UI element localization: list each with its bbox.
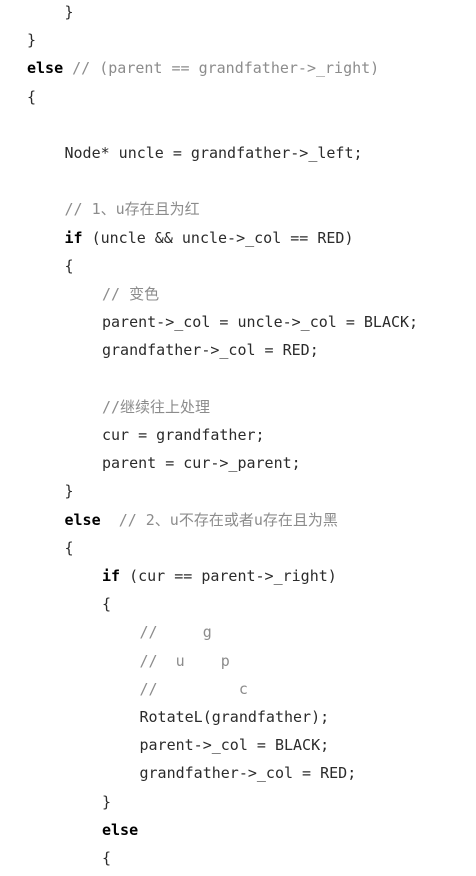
code-line: cur = grandfather; bbox=[102, 423, 265, 447]
code-line: else // 2、u不存在或者u存在且为黑 bbox=[65, 508, 338, 532]
code-line: } bbox=[65, 479, 74, 503]
code-line: { bbox=[102, 846, 111, 870]
code-text: } bbox=[102, 792, 112, 811]
code-line: // 1、u存在且为红 bbox=[65, 197, 200, 221]
code-line: if (cur == parent->_right) bbox=[102, 564, 337, 588]
code-line: grandfather->_col = RED; bbox=[140, 761, 357, 785]
code-line: // c bbox=[140, 677, 248, 701]
code-text bbox=[63, 59, 72, 77]
code-text: } bbox=[64, 3, 74, 21]
code-text: { bbox=[102, 849, 112, 867]
code-text: grandfather->_col = RED; bbox=[139, 764, 357, 783]
code-line: { bbox=[65, 254, 74, 278]
code-line: else // (parent == grandfather->_right) bbox=[27, 56, 379, 80]
code-comment: // c bbox=[139, 679, 248, 698]
code-text: parent->_col = BLACK; bbox=[139, 736, 330, 755]
code-line: if (uncle && uncle->_col == RED) bbox=[65, 226, 354, 250]
code-comment: // 2、u不存在或者u存在且为黑 bbox=[118, 510, 338, 529]
code-comment: // u p bbox=[139, 651, 230, 670]
code-comment: // 1、u存在且为红 bbox=[64, 200, 200, 219]
code-comment: // 变色 bbox=[102, 285, 160, 303]
code-text: Node* uncle = grandfather->_left; bbox=[64, 144, 363, 162]
code-text: { bbox=[27, 87, 37, 106]
code-line: { bbox=[65, 536, 74, 560]
code-text: } bbox=[27, 31, 37, 50]
code-comment: // g bbox=[139, 623, 212, 642]
keyword: if bbox=[64, 228, 83, 247]
code-line: // g bbox=[140, 620, 212, 644]
code-line: Node* uncle = grandfather->_left; bbox=[65, 141, 363, 165]
code-text: (cur == parent->_right) bbox=[120, 567, 337, 585]
code-text bbox=[101, 511, 119, 529]
code-comment: // (parent == grandfather->_right) bbox=[72, 59, 380, 78]
code-text: (uncle && uncle->_col == RED) bbox=[82, 228, 354, 247]
keyword: else bbox=[64, 510, 101, 529]
code-text: cur = grandfather; bbox=[102, 426, 265, 444]
code-line: else bbox=[102, 818, 138, 842]
code-text: { bbox=[64, 538, 74, 557]
code-line: { bbox=[102, 592, 111, 616]
code-line: grandfather->_col = RED; bbox=[102, 338, 319, 362]
keyword: if bbox=[102, 567, 121, 585]
code-line: { bbox=[27, 85, 36, 109]
code-line: // 变色 bbox=[102, 282, 159, 306]
code-line: parent = cur->_parent; bbox=[102, 451, 301, 475]
code-line: // u p bbox=[140, 649, 230, 673]
code-text: RotateL(grandfather); bbox=[139, 708, 330, 726]
code-text: { bbox=[102, 595, 112, 614]
keyword: else bbox=[27, 59, 64, 78]
code-line: //继续往上处理 bbox=[102, 395, 210, 419]
code-line: } bbox=[102, 790, 111, 814]
code-line: } bbox=[27, 28, 36, 52]
keyword: else bbox=[102, 820, 139, 839]
code-text: grandfather->_col = RED; bbox=[102, 341, 319, 360]
code-text: parent->_col = uncle->_col = BLACK; bbox=[102, 313, 419, 332]
code-line: parent->_col = uncle->_col = BLACK; bbox=[102, 310, 418, 334]
code-line: } bbox=[65, 0, 74, 24]
code-line: parent->_col = BLACK; bbox=[140, 733, 330, 757]
code-comment: //继续往上处理 bbox=[102, 397, 211, 416]
code-text: } bbox=[64, 482, 74, 501]
code-text: parent = cur->_parent; bbox=[102, 454, 301, 473]
code-line: RotateL(grandfather); bbox=[140, 705, 330, 729]
code-text: { bbox=[64, 256, 74, 275]
